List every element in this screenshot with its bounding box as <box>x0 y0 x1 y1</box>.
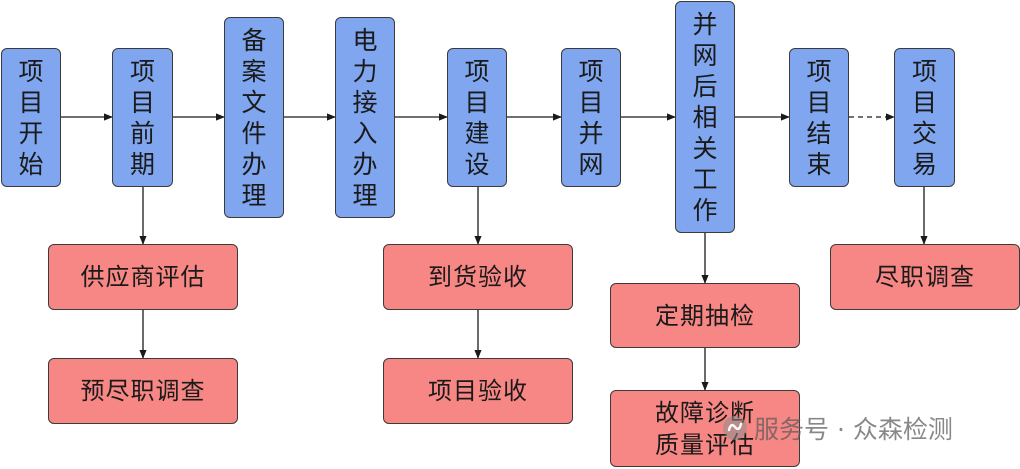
activity-project-acceptance: 项目验收 <box>383 358 573 424</box>
watermark-text: 服务号 · 众森检测 <box>754 415 953 444</box>
stage-power-access: 电力接入办理 <box>335 17 395 218</box>
wechat-service-icon <box>722 415 748 441</box>
stage-project-start: 项目开始 <box>1 48 61 187</box>
activity-label: 定期抽检 <box>655 301 755 330</box>
stage-filing-documents: 备案文件办理 <box>224 17 284 218</box>
stage-project-construction: 项目建设 <box>447 48 507 187</box>
watermark: 服务号 · 众森检测 <box>722 410 953 446</box>
activity-periodic-inspection: 定期抽检 <box>610 283 800 348</box>
activity-pre-due-diligence: 预尽职调查 <box>48 358 238 424</box>
activity-delivery-acceptance: 到货验收 <box>383 244 573 310</box>
stage-post-grid-work: 并网后相关工作 <box>675 1 735 233</box>
activity-supplier-evaluation: 供应商评估 <box>48 244 238 310</box>
activity-label: 供应商评估 <box>80 263 206 291</box>
stage-label: 项目前期 <box>129 56 155 179</box>
stage-grid-connection: 项目并网 <box>561 48 621 187</box>
stage-project-preliminary: 项目前期 <box>112 48 173 187</box>
activity-label: 尽职调查 <box>875 263 975 291</box>
activity-label: 到货验收 <box>428 263 528 291</box>
stage-label: 电力接入办理 <box>352 25 378 210</box>
stage-label: 并网后相关工作 <box>692 9 718 225</box>
stage-label: 项目交易 <box>911 56 937 179</box>
stage-label: 项目并网 <box>578 56 604 179</box>
stage-label: 项目结束 <box>806 56 832 179</box>
stage-project-end: 项目结束 <box>789 48 849 187</box>
stage-label: 备案文件办理 <box>241 25 267 210</box>
activity-label: 预尽职调查 <box>80 377 206 405</box>
stage-label: 项目建设 <box>464 56 490 179</box>
activity-label: 项目验收 <box>428 377 528 405</box>
activity-due-diligence: 尽职调查 <box>830 244 1020 310</box>
stage-project-trading: 项目交易 <box>894 48 955 187</box>
stage-label: 项目开始 <box>18 56 44 179</box>
